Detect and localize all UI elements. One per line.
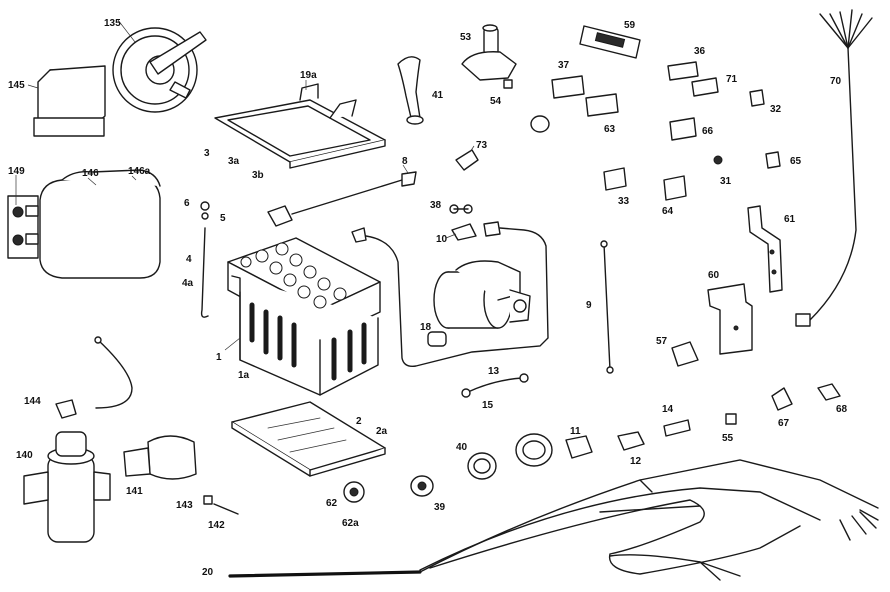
cable-sleeve: [427, 331, 447, 347]
bolt-and-nut: [203, 495, 239, 515]
label-14: 14: [662, 404, 674, 415]
label-143: 143: [176, 500, 193, 511]
label-11: 11: [570, 426, 581, 437]
label-41: 41: [432, 90, 444, 101]
relay-box: [27, 65, 106, 137]
label-5: 5: [220, 213, 226, 224]
label-67: 67: [778, 418, 790, 429]
bracket-upright: [747, 205, 783, 293]
label-10: 10: [436, 234, 448, 245]
label-4: 4: [186, 254, 192, 265]
voltage-regulator: [7, 169, 161, 279]
label-1a: 1a: [238, 370, 250, 381]
battery-tray: [231, 401, 386, 477]
label-3a: 3a: [228, 156, 240, 167]
battery-earth-cable: [267, 164, 417, 227]
connector-blocks: [530, 61, 781, 201]
mounting-plate: [579, 25, 641, 59]
label-142: 142: [208, 520, 225, 531]
label-62: 62: [326, 498, 338, 509]
link-connector: [449, 204, 473, 214]
label-9: 9: [586, 300, 592, 311]
label-8: 8: [402, 156, 408, 167]
label-68: 68: [836, 404, 848, 415]
label-55: 55: [722, 433, 734, 444]
tube-connector: [397, 56, 424, 125]
label-39: 39: [434, 502, 446, 513]
rotary-switch: [461, 24, 517, 89]
label-141: 141: [126, 486, 143, 497]
label-145: 145: [8, 80, 25, 91]
battery-hold-down-frame: [214, 80, 386, 169]
main-wiring-harness: [228, 459, 879, 581]
clip: [671, 341, 699, 367]
label-73: 73: [476, 140, 488, 151]
label-20: 20: [202, 567, 214, 578]
label-144: 144: [24, 396, 41, 407]
label-60: 60: [708, 270, 720, 281]
label-18: 18: [420, 322, 432, 333]
label-36: 36: [694, 46, 706, 57]
terminal-boot: [455, 145, 479, 171]
label-3b: 3b: [252, 170, 264, 181]
label-66: 66: [702, 126, 714, 137]
earth-strap: [461, 373, 529, 398]
label-146: 146: [82, 168, 99, 179]
label-15: 15: [482, 400, 494, 411]
label-70: 70: [830, 76, 842, 87]
label-63: 63: [604, 124, 616, 135]
grommets: [343, 433, 553, 503]
label-149: 149: [8, 166, 25, 177]
label-4a: 4a: [182, 278, 194, 289]
label-57: 57: [656, 336, 668, 347]
battery: [224, 237, 381, 396]
ignition-coil: [23, 336, 133, 543]
coil-clamp: [123, 435, 197, 480]
label-61: 61: [784, 214, 796, 225]
label-2: 2: [356, 416, 362, 427]
label-135: 135: [104, 18, 121, 29]
starter-cable: [351, 221, 549, 368]
label-65: 65: [790, 156, 802, 167]
label-64: 64: [662, 206, 674, 217]
part-number-labels: 135 145 149 146 146a 19a 3 3a 3b 6 5 4 4…: [8, 18, 848, 578]
bracket-plate: [707, 283, 753, 355]
label-40: 40: [456, 442, 468, 453]
label-3: 3: [204, 148, 210, 159]
horn: [112, 19, 207, 113]
earth-cable-strap: [600, 240, 614, 374]
label-54: 54: [490, 96, 502, 107]
label-146a: 146a: [128, 166, 151, 177]
label-6: 6: [184, 198, 190, 209]
small-clips: [565, 383, 841, 459]
label-13: 13: [488, 366, 500, 377]
label-2a: 2a: [376, 426, 388, 437]
label-19a: 19a: [300, 70, 317, 81]
starter-motor: [433, 260, 531, 329]
label-53: 53: [460, 32, 472, 43]
label-12: 12: [630, 456, 642, 467]
label-71: 71: [726, 74, 738, 85]
label-37: 37: [558, 60, 570, 71]
label-1: 1: [216, 352, 222, 363]
label-32: 32: [770, 104, 782, 115]
label-59: 59: [624, 20, 636, 31]
label-140: 140: [16, 450, 33, 461]
label-38: 38: [430, 200, 442, 211]
wiring-loom-branch: [795, 9, 873, 327]
label-31: 31: [720, 176, 732, 187]
label-62a: 62a: [342, 518, 359, 529]
label-33: 33: [618, 196, 630, 207]
battery-clamp-rod: [200, 201, 210, 318]
